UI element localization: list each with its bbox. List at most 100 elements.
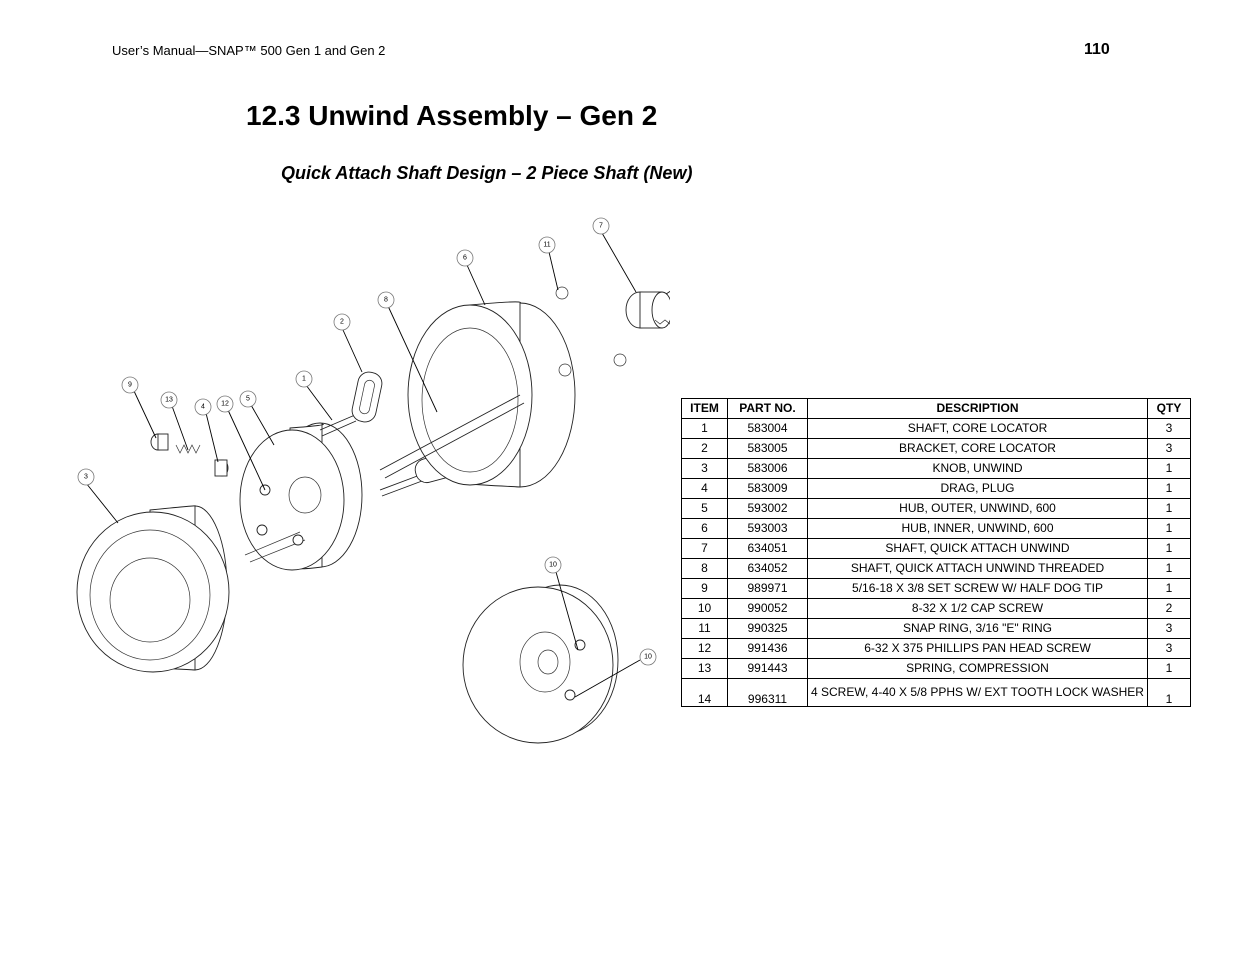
item-cell: 8 (681, 558, 728, 579)
callout-8: 8 (377, 291, 395, 309)
part-no-cell: 990325 (727, 618, 808, 639)
item-cell: 10 (681, 598, 728, 619)
header-qty: QTY (1147, 398, 1191, 419)
callout-10b: 10 (639, 648, 657, 666)
outer-hub-part (239, 422, 363, 571)
item-cell: 14 (681, 678, 728, 707)
svg-text:5: 5 (246, 396, 250, 403)
qty-cell: 1 (1147, 658, 1191, 679)
qty-cell: 1 (1147, 678, 1191, 707)
page-number: 110 (1084, 41, 1110, 58)
exploded-assembly-diagram: 1 2 3 4 5 6 7 8 9 10 11 12 13 14 10 (76, 217, 670, 744)
description-cell: 5/16-18 X 3/8 SET SCREW W/ HALF DOG TIP (807, 578, 1148, 599)
callout-5: 5 (239, 390, 257, 408)
part-no-cell: 583005 (727, 438, 808, 459)
part-no-cell: 593003 (727, 518, 808, 539)
qty-cell: 1 (1147, 578, 1191, 599)
section-title: 12.3 Unwind Assembly – Gen 2 (246, 100, 658, 131)
svg-text:3: 3 (84, 474, 88, 481)
part-no-cell: 990052 (727, 598, 808, 619)
callout-3: 3 (77, 468, 95, 486)
qty-cell: 1 (1147, 458, 1191, 479)
qty-cell: 1 (1147, 518, 1191, 539)
part-no-cell: 991443 (727, 658, 808, 679)
qty-cell: 1 (1147, 538, 1191, 559)
svg-text:2: 2 (340, 319, 344, 326)
part-no-cell: 991436 (727, 638, 808, 659)
small-hardware-parts (150, 433, 229, 477)
item-cell: 13 (681, 658, 728, 679)
svg-text:6: 6 (463, 255, 467, 262)
part-no-cell: 583006 (727, 458, 808, 479)
header-description: DESCRIPTION (807, 398, 1148, 419)
description-cell: HUB, OUTER, UNWIND, 600 (807, 498, 1148, 519)
callout-10a: 10 (544, 556, 562, 574)
description-cell: 6-32 X 375 PHILLIPS PAN HEAD SCREW (807, 638, 1148, 659)
callout-2: 2 (333, 313, 351, 331)
part-no-cell: 583004 (727, 418, 808, 439)
part-no-cell: 996311 (727, 678, 808, 707)
manual-title: User’s Manual—SNAP™ 500 Gen 1 and Gen 2 (112, 43, 386, 58)
item-cell: 3 (681, 458, 728, 479)
qty-cell: 1 (1147, 498, 1191, 519)
item-cell: 6 (681, 518, 728, 539)
leader-lines (85, 232, 641, 698)
callout-4: 4 (194, 398, 212, 416)
description-cell: KNOB, UNWIND (807, 458, 1148, 479)
description-cell: DRAG, PLUG (807, 478, 1148, 499)
callout-6: 6 (456, 249, 474, 267)
section-subtitle: Quick Attach Shaft Design – 2 Piece Shaf… (281, 163, 693, 183)
table-header-row: ITEM PART NO. DESCRIPTION QTY (681, 398, 1191, 419)
part-no-cell: 583009 (727, 478, 808, 499)
header-item: ITEM (681, 398, 728, 419)
item-cell: 2 (681, 438, 728, 459)
callout-9: 9 (121, 376, 139, 394)
description-cell: SNAP RING, 3/16 "E" RING (807, 618, 1148, 639)
knob-unwind-part (76, 505, 230, 673)
description-cell: BRACKET, CORE LOCATOR (807, 438, 1148, 459)
callout-11: 11 (538, 236, 556, 254)
callout-1: 1 (295, 370, 313, 388)
svg-text:13: 13 (165, 397, 173, 404)
callout-7: 7 (592, 217, 610, 235)
header-part-no: PART NO. (727, 398, 808, 419)
item-cell: 11 (681, 618, 728, 639)
svg-text:8: 8 (384, 297, 388, 304)
qty-cell: 3 (1147, 618, 1191, 639)
svg-text:10: 10 (644, 654, 652, 661)
description-cell: SHAFT, CORE LOCATOR (807, 418, 1148, 439)
item-cell: 4 (681, 478, 728, 499)
item-cell: 5 (681, 498, 728, 519)
quick-attach-shaft-part (625, 290, 670, 329)
qty-cell: 1 (1147, 558, 1191, 579)
assembled-hub-view (462, 584, 619, 744)
description-cell: SHAFT, QUICK ATTACH UNWIND (807, 538, 1148, 559)
qty-cell: 3 (1147, 638, 1191, 659)
part-no-cell: 634052 (727, 558, 808, 579)
callout-12: 12 (216, 395, 234, 413)
qty-cell: 3 (1147, 418, 1191, 439)
part-no-cell: 989971 (727, 578, 808, 599)
qty-cell: 2 (1147, 598, 1191, 619)
svg-text:4: 4 (201, 404, 205, 411)
part-no-cell: 593002 (727, 498, 808, 519)
item-cell: 9 (681, 578, 728, 599)
svg-text:11: 11 (543, 242, 550, 249)
callout-13: 13 (160, 391, 178, 409)
svg-text:12: 12 (221, 401, 229, 408)
description-cell: SPRING, COMPRESSION (807, 658, 1148, 679)
qty-cell: 3 (1147, 438, 1191, 459)
